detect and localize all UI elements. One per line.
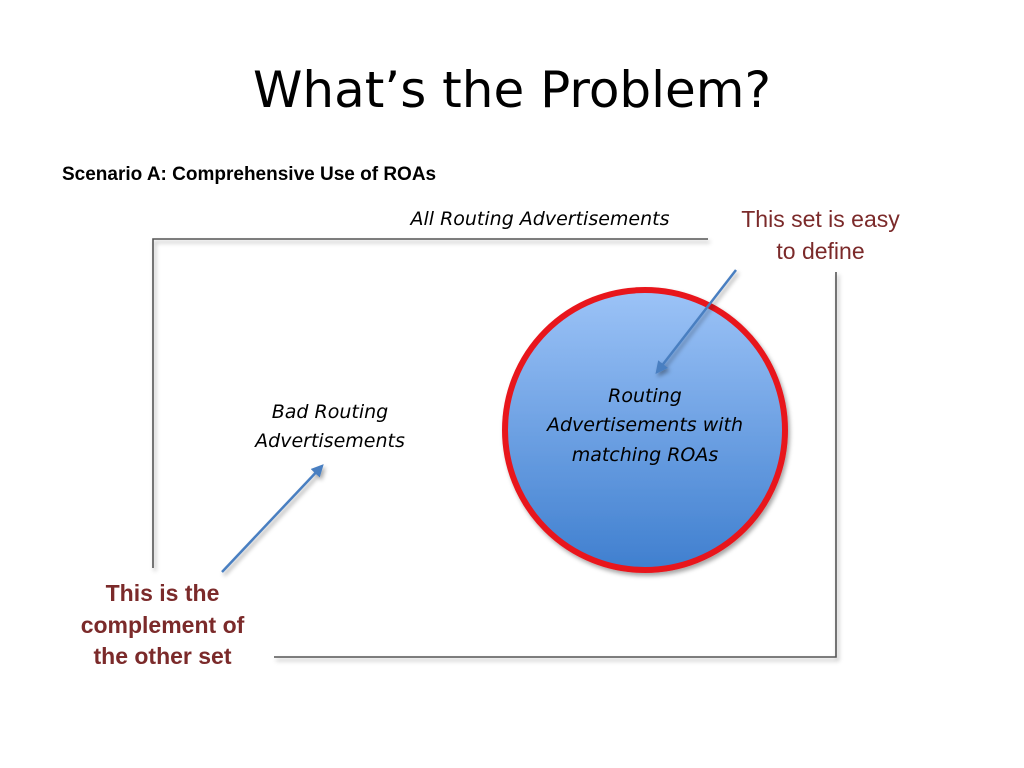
callout-easy-line-2: to define	[776, 238, 865, 265]
bad-label-line-1: Bad Routing	[271, 401, 389, 423]
roa-label-line-1: Routing	[608, 385, 682, 407]
scenario-heading: Scenario A: Comprehensive Use of ROAs	[62, 164, 437, 185]
callout-easy-to-define: This set is easy to define	[718, 203, 923, 267]
callout-complement-line-2: complement of	[80, 611, 245, 638]
roa-label-line-2: Advertisements with	[546, 414, 744, 437]
all-advertisements-label: All Routing Advertisements	[410, 208, 670, 230]
slide-title: What’s the Problem?	[252, 61, 772, 119]
roa-label-line-3: matching ROAs	[571, 443, 719, 466]
arrow-complement-to-bad	[221, 464, 324, 573]
all-advertisements-box	[152, 238, 837, 658]
bad-label-line-2: Advertisements	[255, 430, 405, 453]
callout-complement-line-3: the other set	[93, 643, 232, 670]
roa-advertisements-label: Routing Advertisements with matching ROA…	[520, 382, 770, 470]
arrow-easy-to-circle	[655, 269, 737, 374]
bad-advertisements-label: Bad Routing Advertisements	[230, 398, 430, 457]
callout-complement-line-1: This is the	[105, 580, 220, 606]
callout-complement: This is the complement of the other set	[55, 578, 270, 673]
callout-easy-line-1: This set is easy	[741, 206, 900, 232]
roa-set-circle	[502, 287, 788, 573]
